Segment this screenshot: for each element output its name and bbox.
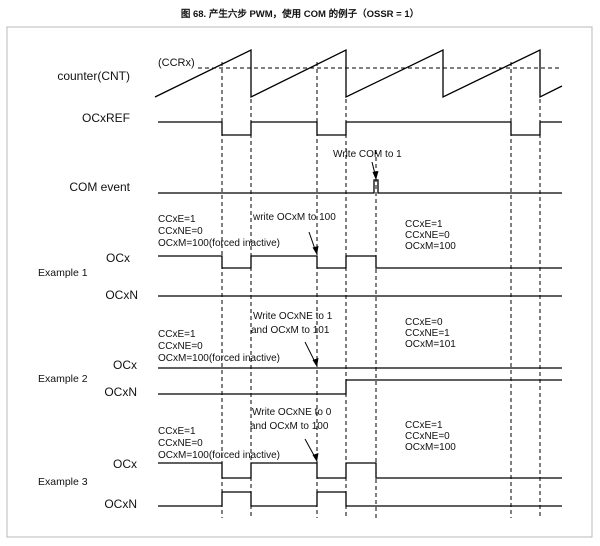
after-settings: CCxE=1 CCxNE=0 OCxM=100 xyxy=(405,420,456,453)
write-note: write OCxM to 100 xyxy=(252,212,336,223)
ocref-waveform xyxy=(158,121,562,136)
setting-line: CCxE=1 xyxy=(158,426,196,437)
example-1: Example 1 CCxE=1 CCxNE=0 OCxM=100(forced… xyxy=(38,212,562,302)
after-settings: CCxE=1 CCxNE=0 OCxM=100 xyxy=(405,219,456,252)
oc-waveform xyxy=(158,255,562,269)
example-label: Example 3 xyxy=(38,476,88,488)
figure-frame xyxy=(6,26,593,538)
write-line: and OCxM to 100 xyxy=(250,421,329,432)
before-settings: CCxE=1 CCxNE=0 OCxM=100(forced inactive) xyxy=(158,426,280,461)
write-com-arrowhead xyxy=(372,171,379,180)
ccr-label: (CCRx) xyxy=(158,57,195,69)
figure-caption: 图 68. 产生六步 PWM，使用 COM 的例子（OSSR = 1） xyxy=(181,8,419,20)
write-line: and OCxM to 101 xyxy=(251,325,330,336)
write-line: write OCxM to 100 xyxy=(252,212,336,223)
oc-label: OCx xyxy=(113,358,137,372)
setting-line: OCxM=100 xyxy=(405,241,456,252)
write-line: Write OCxNE to 1 xyxy=(253,311,333,322)
write-arrowhead xyxy=(312,358,319,367)
setting-line: OCxM=100(forced inactive) xyxy=(158,450,280,461)
setting-line: CCxE=1 xyxy=(405,219,443,230)
ocn-label: OCxN xyxy=(104,497,137,511)
timing-guides xyxy=(221,62,541,518)
counter-label: counter(CNT) xyxy=(57,69,130,83)
setting-line: OCxM=100 xyxy=(405,442,456,453)
setting-line: CCxE=1 xyxy=(158,214,196,225)
setting-line: CCxNE=0 xyxy=(158,438,203,449)
ocn-waveform xyxy=(158,491,562,507)
write-note: Write OCxNE to 0 and OCxM to 100 xyxy=(250,407,334,432)
ocref-label: OCxREF xyxy=(82,111,130,125)
before-settings: CCxE=1 CCxNE=0 OCxM=100(forced inactive) xyxy=(158,214,280,249)
setting-line: OCxM=100(forced inactive) xyxy=(158,353,280,364)
setting-line: CCxNE=0 xyxy=(405,230,450,241)
oc-label: OCx xyxy=(113,457,137,471)
setting-line: OCxM=101 xyxy=(405,339,456,350)
com-event-waveform xyxy=(158,179,562,194)
example-3: Example 3 CCxE=1 CCxNE=0 OCxM=100(forced… xyxy=(38,407,562,511)
setting-line: CCxNE=0 xyxy=(158,226,203,237)
setting-line: CCxE=1 xyxy=(158,329,196,340)
setting-line: OCxM=100(forced inactive) xyxy=(158,238,280,249)
setting-line: CCxE=1 xyxy=(405,420,443,431)
write-com-label: Write COM to 1 xyxy=(333,149,402,160)
oc-label: OCx xyxy=(106,251,130,265)
setting-line: CCxNE=1 xyxy=(405,328,450,339)
example-2: Example 2 CCxE=1 CCxNE=0 OCxM=100(forced… xyxy=(38,311,562,399)
example-label: Example 2 xyxy=(38,373,88,385)
ocn-label: OCxN xyxy=(105,288,138,302)
after-settings: CCxE=0 CCxNE=1 OCxM=101 xyxy=(405,317,456,350)
oc-waveform xyxy=(158,462,562,479)
counter-sawtooth xyxy=(154,48,563,99)
write-note: Write OCxNE to 1 and OCxM to 101 xyxy=(251,311,335,336)
setting-line: CCxE=0 xyxy=(405,317,443,328)
write-line: Write OCxNE to 0 xyxy=(252,407,332,418)
setting-line: CCxNE=0 xyxy=(158,341,203,352)
ocn-waveform xyxy=(158,379,562,395)
write-arrowhead xyxy=(312,453,319,462)
example-label: Example 1 xyxy=(38,267,88,279)
before-settings: CCxE=1 CCxNE=0 OCxM=100(forced inactive) xyxy=(158,329,280,364)
setting-line: CCxNE=0 xyxy=(405,431,450,442)
ocn-label: OCxN xyxy=(104,385,137,399)
com-event-label: COM event xyxy=(69,180,130,194)
write-arrowhead xyxy=(312,246,319,255)
